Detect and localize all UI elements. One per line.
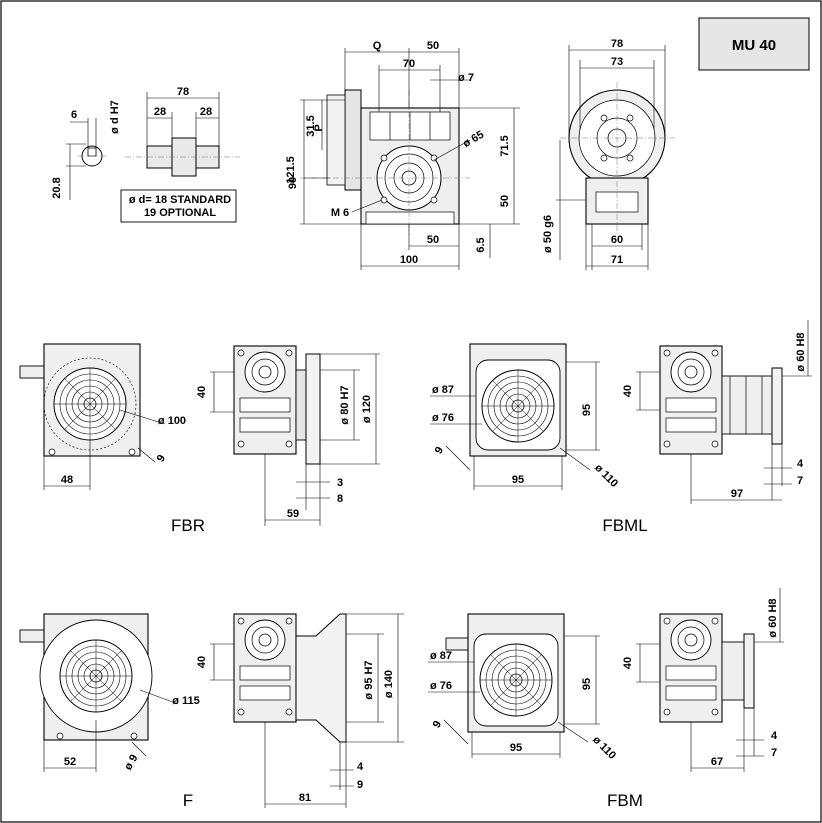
shaft-note-line1: ø d= 18 STANDARD xyxy=(129,194,231,206)
fbm-dim-w95: 95 xyxy=(510,742,522,754)
fbr-dim-d100: ø 100 xyxy=(158,415,186,427)
shaft-right-length: 28 xyxy=(200,106,212,118)
shaft-key-width: 6 xyxy=(71,109,77,121)
main-end-view: 78 73 ø 50 g6 60 71 xyxy=(542,38,675,270)
main-dim-h6-5: 6.5 xyxy=(475,237,487,252)
main-dim-w50-top: 50 xyxy=(427,40,439,52)
f-dim-d95: ø 95 H7 xyxy=(363,660,375,699)
f-dim-d140: ø 140 xyxy=(383,670,395,698)
fbr-dim-w48: 48 xyxy=(61,474,73,486)
main-dim-h71-5: 71.5 xyxy=(499,135,511,156)
variant-f: ø 115 ø 9 52 40 ø 95 H7 ø 140 4 9 81 F xyxy=(19,613,404,810)
main-dim-p: P xyxy=(313,124,325,131)
fbm-dim-d87: ø 87 xyxy=(430,650,452,662)
end-dim-w71: 71 xyxy=(611,254,623,266)
shaft-left-length: 28 xyxy=(154,106,166,118)
fbr-dim-n9: 9 xyxy=(155,453,168,464)
fbm-label: FBM xyxy=(607,791,643,810)
fbr-dim-d80: ø 80 H7 xyxy=(339,385,351,424)
fbm-dim-w67: 67 xyxy=(711,756,723,768)
main-dim-m6: M 6 xyxy=(331,207,349,219)
main-side-view: Q 50 70 ø 7 121.5 31.5 P 90 M 6 ø 65 71.… xyxy=(285,40,520,270)
main-dim-b100: 100 xyxy=(400,254,418,266)
main-dim-d65: ø 65 xyxy=(461,129,486,150)
fbr-dim-d120: ø 120 xyxy=(361,395,373,423)
variant-fbml: ø 87 ø 76 9 95 95 ø 110 40 ø 60 H8 4 7 xyxy=(430,320,812,535)
fbm-dim-h95: 95 xyxy=(581,678,593,690)
fbml-dim-w97: 97 xyxy=(731,488,743,500)
end-dim-d50: ø 50 g6 xyxy=(542,215,554,253)
f-dim-d9: ø 9 xyxy=(122,753,140,773)
f-label: F xyxy=(183,791,193,810)
fbr-label: FBR xyxy=(171,516,205,535)
title-block: MU 40 xyxy=(698,17,810,71)
fbm-dim-d110: ø 110 xyxy=(590,734,618,762)
fbm-dim-h40: 40 xyxy=(622,657,634,669)
f-dim-d115: ø 115 xyxy=(172,695,200,707)
fbml-dim-d76: ø 76 xyxy=(432,412,454,424)
fbm-dim-n4: 4 xyxy=(771,730,778,742)
main-dim-b50: 50 xyxy=(427,234,439,246)
fbm-dim-d76: ø 76 xyxy=(430,680,452,692)
fbm-dim-d60: ø 60 H8 xyxy=(767,598,779,637)
main-dim-q: Q xyxy=(373,40,382,52)
fbr-dim-w59: 59 xyxy=(287,508,299,520)
shaft-note-line2: 19 OPTIONAL xyxy=(144,207,216,219)
main-dim-w70: 70 xyxy=(403,58,415,70)
fbml-dim-n9: 9 xyxy=(433,445,446,456)
f-dim-n4: 4 xyxy=(357,761,364,773)
shaft-detail: 6 20.8 ø d H7 78 28 28 ø d= 18 STANDARD … xyxy=(51,86,240,223)
shaft-key-height: 20.8 xyxy=(51,177,63,198)
shaft-bore-label: ø d H7 xyxy=(109,100,121,134)
fbr-dim-h40: 40 xyxy=(196,386,208,398)
main-dim-h31-5: 31.5 xyxy=(305,115,317,136)
model-label: MU 40 xyxy=(732,37,776,54)
f-dim-h40: 40 xyxy=(196,656,208,668)
end-dim-w60: 60 xyxy=(611,234,623,246)
fbml-dim-n7: 7 xyxy=(797,475,803,487)
fbm-dim-n9: 9 xyxy=(431,719,444,730)
fbr-dim-n8: 8 xyxy=(337,493,343,505)
fbml-label: FBML xyxy=(602,516,647,535)
f-dim-n9: 9 xyxy=(357,779,363,791)
end-dim-w78: 78 xyxy=(611,38,623,50)
shaft-overall-length: 78 xyxy=(177,86,189,98)
main-dim-d7: ø 7 xyxy=(458,72,474,84)
variant-fbr: ø 100 9 48 40 ø 80 H7 ø 120 3 8 59 FBR xyxy=(19,343,380,535)
variant-fbm: ø 87 ø 76 9 95 95 ø 110 40 ø 60 H8 4 7 6 xyxy=(428,588,784,810)
main-dim-h90: 90 xyxy=(287,177,299,189)
fbr-dim-n3: 3 xyxy=(337,477,343,489)
fbml-dim-h95: 95 xyxy=(581,404,593,416)
fbm-dim-n7: 7 xyxy=(771,747,777,759)
fbml-dim-d110: ø 110 xyxy=(592,462,620,490)
f-dim-w52: 52 xyxy=(64,756,76,768)
fbml-dim-h40: 40 xyxy=(622,385,634,397)
main-dim-h121-5: 121.5 xyxy=(285,156,297,184)
fbml-dim-d60: ø 60 H8 xyxy=(795,332,807,371)
main-dim-h50: 50 xyxy=(499,195,511,207)
fbml-dim-d87: ø 87 xyxy=(432,384,454,396)
fbml-dim-w95: 95 xyxy=(512,474,524,486)
fbml-dim-n4: 4 xyxy=(797,458,804,470)
end-dim-w73: 73 xyxy=(611,56,623,68)
f-dim-w81: 81 xyxy=(299,792,311,804)
